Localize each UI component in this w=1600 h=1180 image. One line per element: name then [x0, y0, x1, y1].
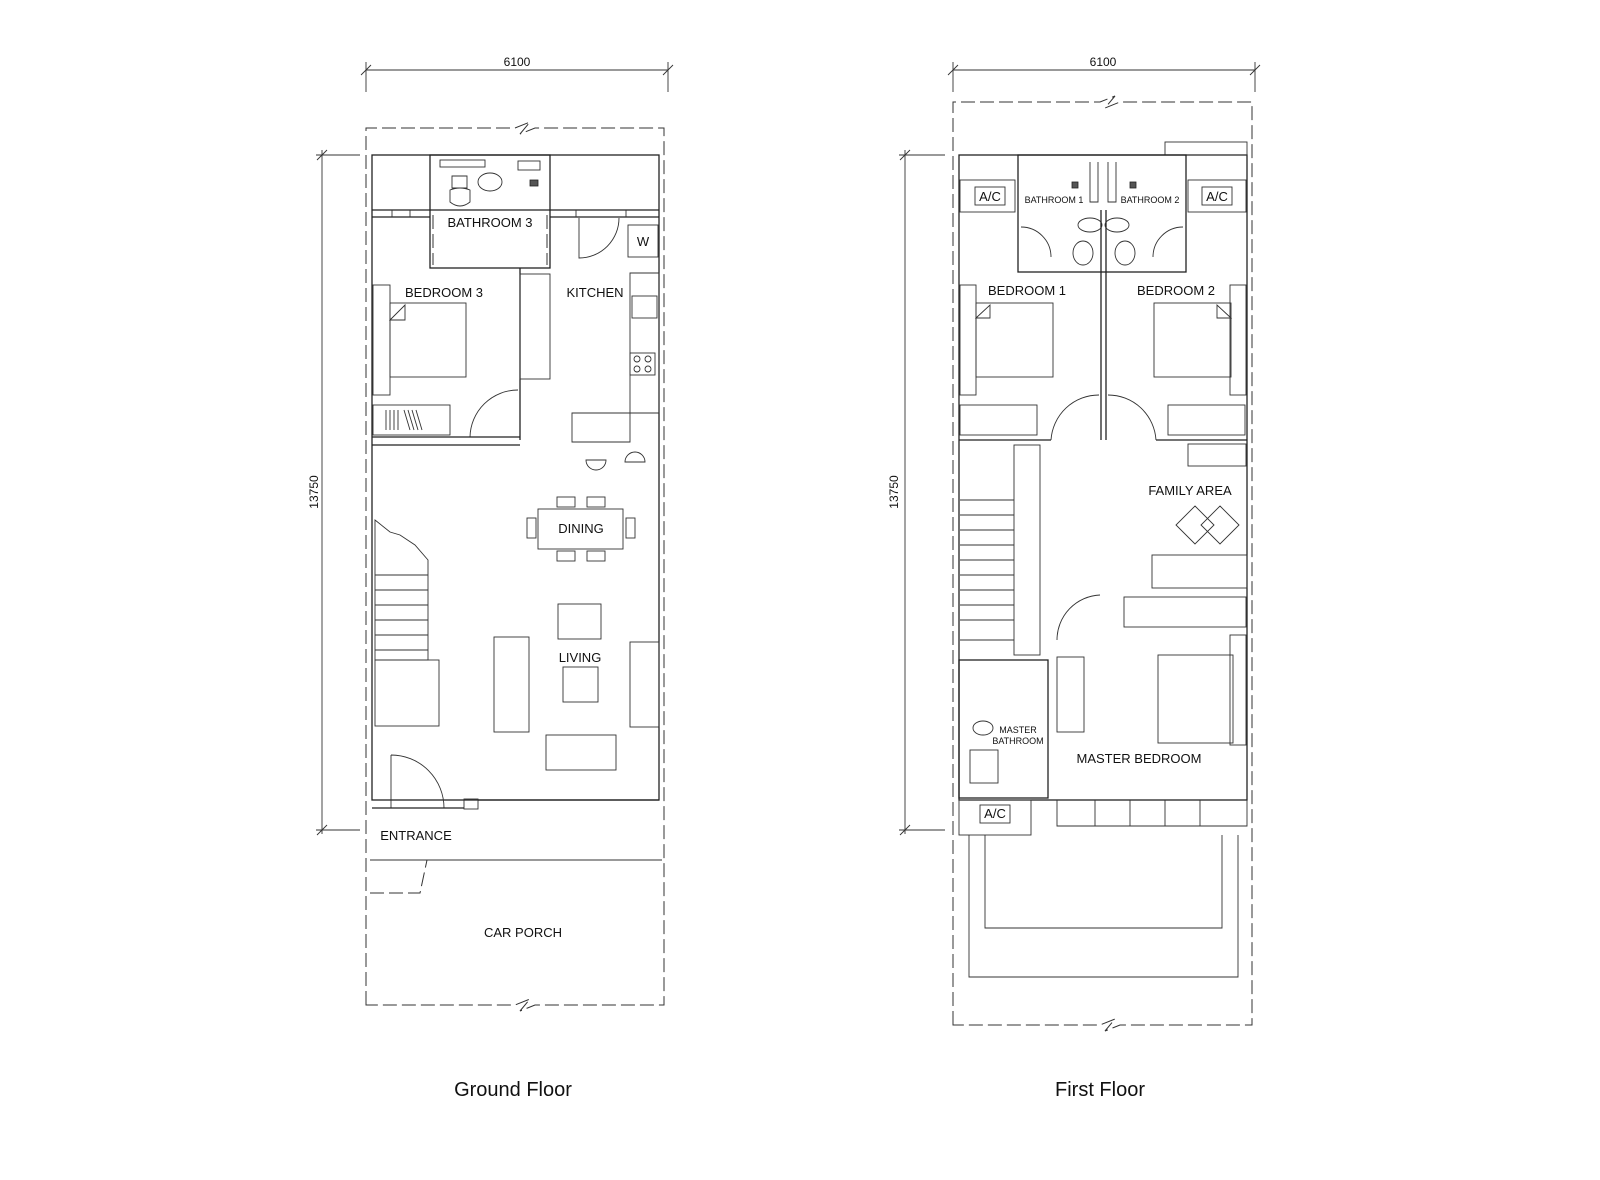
room-label-car-porch: CAR PORCH [484, 925, 562, 940]
room-label-dining: DINING [558, 521, 604, 536]
ac-label: A/C [1206, 189, 1228, 204]
ac-label: A/C [984, 806, 1006, 821]
room-label-master-bathroom-line1: MASTER [999, 725, 1037, 735]
width-dimension-label: 6100 [1090, 55, 1117, 69]
room-label-bathroom3: BATHROOM 3 [448, 215, 533, 230]
width-dimension: 6100 [947, 55, 1261, 92]
depth-dimension: 13750 [887, 149, 945, 836]
room-label-bathroom2: BATHROOM 2 [1121, 195, 1180, 205]
room-label-master-bathroom-line2: BATHROOM [992, 736, 1043, 746]
room-label-kitchen: KITCHEN [566, 285, 623, 300]
depth-dimension-label: 13750 [887, 475, 901, 509]
width-dimension: 6100 [360, 55, 674, 92]
ac-label: A/C [979, 189, 1001, 204]
first-floor-plan: 6100 13750 BATHROOM 1 BATHROOM 2 A/C [887, 55, 1261, 1101]
first-floor-title: First Floor [1055, 1079, 1145, 1101]
room-label-bathroom1: BATHROOM 1 [1025, 195, 1084, 205]
ground-floor-title: Ground Floor [454, 1079, 572, 1101]
room-label-bedroom1: BEDROOM 1 [988, 283, 1066, 298]
depth-dimension-label: 13750 [307, 475, 321, 509]
room-label-bedroom2: BEDROOM 2 [1137, 283, 1215, 298]
ground-floor-plan: 6100 13750 BATHROOM 3 W [307, 55, 674, 1101]
depth-dimension: 13750 [307, 149, 360, 836]
room-label-bedroom3: BEDROOM 3 [405, 285, 483, 300]
washer-label: W [637, 234, 650, 249]
room-label-family-area: FAMILY AREA [1148, 483, 1232, 498]
room-label-master-bedroom: MASTER BEDROOM [1077, 751, 1202, 766]
room-label-living: LIVING [559, 650, 602, 665]
room-label-entrance: ENTRANCE [380, 828, 452, 843]
width-dimension-label: 6100 [504, 55, 531, 69]
